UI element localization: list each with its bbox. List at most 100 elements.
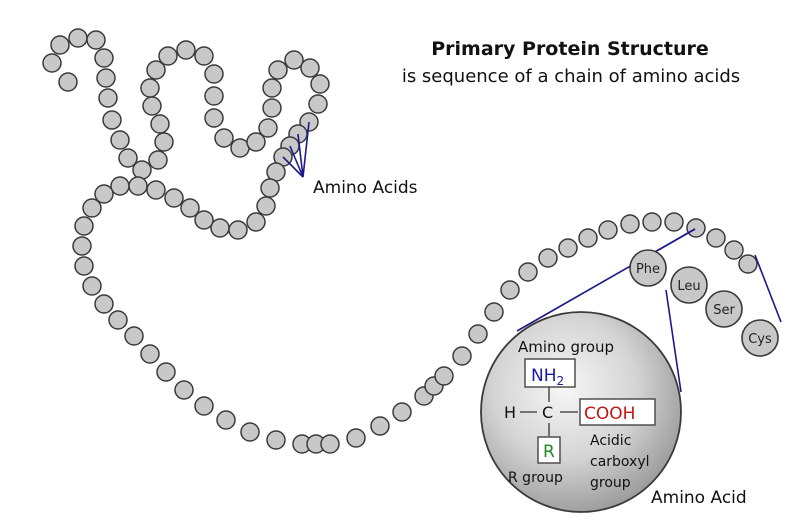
chain-bead bbox=[578, 228, 598, 248]
chain-bead bbox=[86, 30, 106, 50]
chain-bead bbox=[146, 60, 166, 80]
chain-bead bbox=[74, 216, 94, 236]
chain-bead bbox=[108, 310, 128, 330]
carboxyl-box bbox=[579, 398, 656, 426]
chain-bead bbox=[180, 198, 200, 218]
chain-bead bbox=[484, 302, 504, 322]
chain-bead bbox=[434, 366, 454, 386]
chain-bead bbox=[538, 248, 558, 268]
chain-bead bbox=[72, 236, 92, 256]
r-group-symbol: R bbox=[543, 442, 555, 462]
chain-bead bbox=[268, 60, 288, 80]
chain-bead bbox=[58, 72, 78, 92]
chain-bead bbox=[128, 176, 148, 196]
chain-bead bbox=[392, 402, 412, 422]
amino-acids-label: Amino Acids bbox=[313, 178, 418, 198]
chain-bead bbox=[194, 46, 214, 66]
chain-bead bbox=[706, 228, 726, 248]
chain-bead bbox=[246, 132, 266, 152]
chain-bead bbox=[598, 220, 618, 240]
chain-bead bbox=[260, 178, 280, 198]
alpha-carbon: C bbox=[542, 403, 553, 422]
carboxyl-label-line3: group bbox=[590, 475, 631, 491]
chain-bead bbox=[240, 422, 260, 442]
chain-bead bbox=[500, 280, 520, 300]
chain-bead bbox=[308, 94, 328, 114]
amino-formula: NH2 bbox=[531, 366, 564, 388]
chain-bead bbox=[82, 198, 102, 218]
amino-acid-caption: Amino Acid bbox=[651, 488, 747, 508]
chain-bead bbox=[148, 150, 168, 170]
chain-bead bbox=[738, 254, 758, 274]
chain-bead bbox=[42, 53, 62, 73]
chain-bead bbox=[156, 362, 176, 382]
chain-bead bbox=[94, 184, 114, 204]
chain-bead bbox=[452, 346, 472, 366]
chain-bead bbox=[258, 118, 278, 138]
chain-bead bbox=[284, 50, 304, 70]
chain-bead bbox=[174, 380, 194, 400]
chain-bead bbox=[214, 128, 234, 148]
chain-bead bbox=[210, 218, 230, 238]
chain-bead bbox=[118, 148, 138, 168]
chain-bead bbox=[370, 416, 390, 436]
chain-bead bbox=[262, 78, 282, 98]
r-group-box bbox=[537, 436, 561, 464]
chain-bead bbox=[98, 88, 118, 108]
carboxyl-formula: COOH bbox=[584, 404, 635, 424]
residue-label-ser: Ser bbox=[713, 303, 735, 318]
chain-bead bbox=[246, 212, 266, 232]
chain-bead bbox=[140, 344, 160, 364]
chain-bead bbox=[194, 210, 214, 230]
chain-bead bbox=[266, 430, 286, 450]
chain-bead bbox=[124, 326, 144, 346]
chain-bead bbox=[94, 294, 114, 314]
chain-bead bbox=[132, 160, 152, 180]
chain-bead bbox=[320, 434, 340, 454]
chain-bead bbox=[620, 214, 640, 234]
chain-bead bbox=[216, 410, 236, 430]
chain-bead bbox=[262, 98, 282, 118]
chain-bead bbox=[204, 86, 224, 106]
chain-bead bbox=[346, 428, 366, 448]
chain-bead bbox=[228, 220, 248, 240]
chain-bead bbox=[154, 132, 174, 152]
chain-bead bbox=[102, 110, 122, 130]
page-title: Primary Protein Structure bbox=[431, 38, 709, 60]
chain-bead bbox=[146, 180, 166, 200]
residue-cys: Cys bbox=[741, 319, 779, 357]
chain-bead bbox=[82, 276, 102, 296]
chain-bead bbox=[310, 74, 330, 94]
chain-bead bbox=[300, 58, 320, 78]
chain-bead bbox=[50, 35, 70, 55]
chain-bead bbox=[74, 256, 94, 276]
chain-bead bbox=[724, 240, 744, 260]
chain-bead bbox=[110, 130, 130, 150]
chain-bead bbox=[110, 176, 130, 196]
amino-acid-chain bbox=[42, 28, 758, 454]
chain-bead bbox=[558, 238, 578, 258]
chain-bead bbox=[158, 46, 178, 66]
chain-bead bbox=[642, 212, 662, 232]
residue-ser: Ser bbox=[705, 290, 743, 328]
chain-bead bbox=[518, 262, 538, 282]
amino-acids-pointer bbox=[282, 121, 310, 178]
residue-leu: Leu bbox=[670, 266, 708, 304]
chain-bead bbox=[204, 108, 224, 128]
chain-bead bbox=[140, 78, 160, 98]
chain-bead bbox=[204, 64, 224, 84]
r-group-label: R group bbox=[508, 470, 563, 486]
page-subtitle: is sequence of a chain of amino acids bbox=[401, 66, 741, 87]
chain-bead bbox=[686, 218, 706, 238]
amino-formula-sub: 2 bbox=[557, 374, 565, 388]
chain-bead bbox=[468, 324, 488, 344]
residue-label-phe: Phe bbox=[636, 262, 660, 277]
chain-bead bbox=[194, 396, 214, 416]
chain-bead bbox=[256, 196, 276, 216]
hydrogen-atom: H bbox=[504, 403, 516, 422]
chain-bead bbox=[94, 48, 114, 68]
residue-label-cys: Cys bbox=[748, 332, 772, 347]
carboxyl-label-line2: carboxyl bbox=[590, 454, 650, 470]
amino-group-box bbox=[524, 358, 576, 388]
